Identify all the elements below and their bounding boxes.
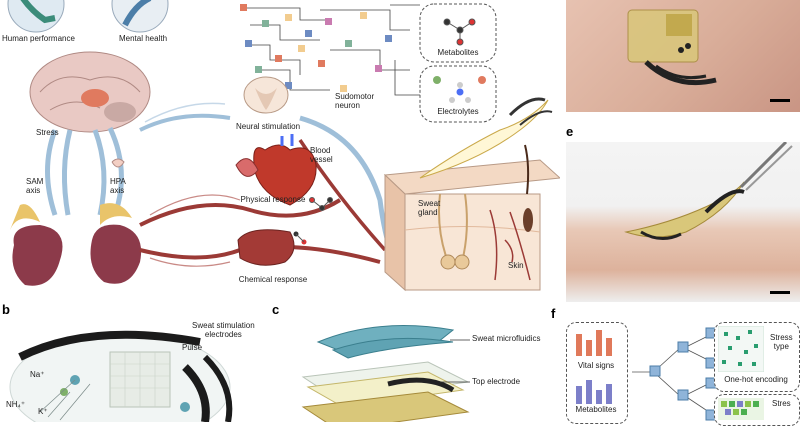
panel-c-exploded-layers [301, 325, 470, 422]
label-metabolites: Metabolites [437, 48, 479, 57]
label-hpa-axis: HPA axis [110, 177, 126, 195]
label-mental-health: Mental health [118, 34, 168, 43]
label-sudomotor-neuron: Sudomotor neuron [335, 92, 375, 110]
hormone-molecule-icon [309, 197, 333, 211]
patch-peeling-illustration [419, 97, 553, 179]
brain-icon [29, 51, 151, 133]
hair-follicle [524, 144, 530, 195]
panel-a-illustration [7, 0, 560, 292]
network-nodes [240, 4, 392, 92]
label-skin: Skin [508, 261, 524, 270]
label-stress-type: Stress type [770, 333, 793, 351]
label-physical-response: Physical response [240, 195, 306, 204]
metabolites-bar-icon [576, 380, 612, 404]
label-top-electrode: Top electrode [472, 377, 521, 386]
panel-c-leader-lines [440, 339, 470, 383]
tweezers [739, 142, 788, 189]
label-k: K⁺ [38, 407, 48, 416]
label-nh4: NH₄⁺ [6, 400, 26, 409]
label-sweat-gland: Sweat gland [418, 199, 441, 217]
label-electrolytes: Electrolytes [437, 107, 479, 116]
label-blood-vessel: Blood vessel [310, 146, 333, 164]
label-sweat-microfluidics: Sweat microfluidics [472, 334, 541, 343]
scale-bar-d [770, 99, 790, 102]
panel-letter-e: e [566, 124, 574, 139]
vessel-to-physical [139, 198, 342, 227]
metabolites-box [419, 3, 497, 63]
label-vital-signs: Vital signs [577, 361, 615, 370]
panel-b-device-layout [9, 330, 233, 422]
metabolite-molecule-icon [443, 18, 476, 46]
label-sam-axis: SAM axis [26, 177, 44, 195]
skin-block-illustration [383, 144, 560, 292]
sudomotor-nerve [299, 115, 398, 264]
photo-patch-peeling [566, 142, 800, 302]
label-sweat-stimulation-electrodes: Sweat stimulation electrodes [192, 321, 255, 339]
one-hot-grid-icon [718, 326, 764, 372]
label-metabolites-f: Metabolites [575, 405, 617, 414]
label-human-performance: Human performance [2, 34, 75, 43]
spinal-cord-icon [243, 76, 289, 114]
pituitary-icon [111, 158, 125, 168]
sam-axis-pathway [45, 129, 58, 216]
label-neural-stimulation: Neural stimulation [235, 122, 301, 131]
hpa-axis-pathway [92, 129, 107, 216]
scale-bar-e [770, 291, 790, 294]
panel-letter-f: f [551, 306, 556, 321]
stress-heatmap-icon [718, 398, 764, 420]
nerve-to-neural [139, 113, 231, 132]
muscle-icon [235, 158, 259, 177]
label-stress: Stress [36, 128, 59, 137]
vital-signs-bar-icon [576, 330, 612, 356]
decision-tree-diagram [632, 327, 717, 421]
label-chemical-response: Chemical response [238, 275, 308, 284]
photo-patch-on-skin [566, 0, 800, 112]
stimulation-electrode-right [182, 364, 210, 422]
electrolyte-ions-icon [433, 76, 486, 103]
label-na: Na⁺ [30, 370, 45, 379]
kidney-right-icon [90, 203, 142, 284]
panel-letter-b: b [2, 302, 10, 317]
kidney-left-icon [10, 204, 63, 286]
label-one-hot-encoding: One-hot encoding [724, 375, 788, 384]
liver-icon [237, 229, 307, 266]
signal-network [245, 4, 420, 96]
label-stress-partial: Stres [772, 399, 791, 408]
stimulation-electrode-top [18, 330, 201, 361]
panel-letter-c: c [272, 302, 280, 317]
label-pulse: Pulse [182, 343, 203, 352]
